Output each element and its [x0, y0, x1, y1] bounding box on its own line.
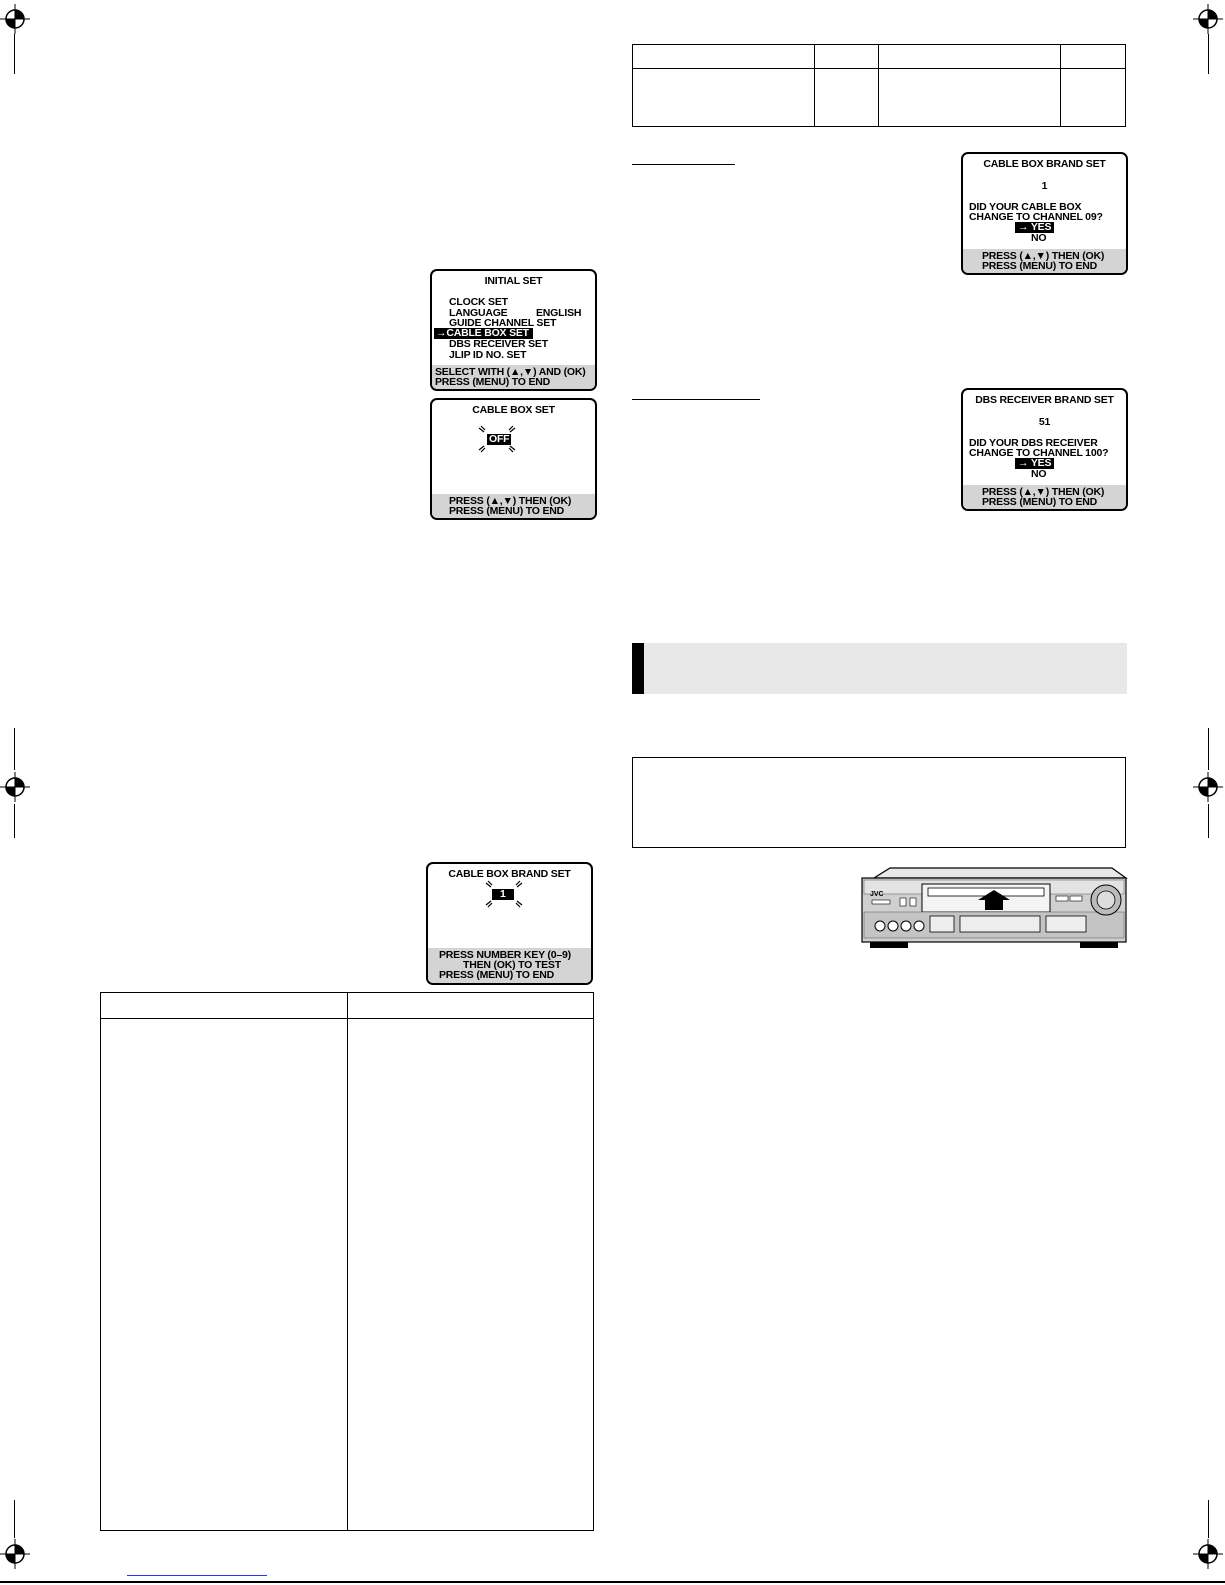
crop-line [1208, 1500, 1209, 1538]
question-line: DID YOUR DBS RECEIVER [969, 437, 1098, 449]
brand-code-value: 1 [1041, 180, 1048, 192]
crop-line [14, 728, 15, 770]
footer-line: PRESS (▲,▼) THEN (OK) [982, 250, 1105, 262]
cable-box-brand-confirm-screen: CABLE BOX BRAND SET 1 DID YOUR CABLE BOX… [961, 152, 1128, 275]
screen-footer: PRESS (▲,▼) THEN (OK) PRESS (MENU) TO EN… [963, 485, 1126, 509]
table-cell [347, 1018, 594, 1531]
table-header-cell [814, 44, 879, 69]
menu-item-clock-set: CLOCK SET [449, 296, 508, 308]
registration-mark-mid-left [0, 772, 30, 802]
cable-box-brand-set-input-screen: CABLE BOX BRAND SET 1 PRESS NUMBER KEY (… [426, 862, 593, 985]
menu-item-dbs-receiver-set: DBS RECEIVER SET [449, 338, 548, 350]
registration-mark-top-left [0, 4, 30, 34]
brand-code-table-right [632, 44, 1126, 127]
crosshair-registration-icon [1193, 4, 1223, 34]
option-yes-selected: → YES [1015, 457, 1055, 469]
registration-mark-top-right [1193, 4, 1223, 34]
crop-line [14, 1500, 15, 1538]
table-cell [814, 68, 879, 127]
subheading-underline [632, 399, 760, 400]
registration-mark-bottom-left [0, 1539, 30, 1569]
crosshair-registration-icon [1193, 1539, 1223, 1569]
screen-footer: SELECT WITH (▲,▼) AND (OK) PRESS (MENU) … [432, 365, 595, 389]
footer-line: PRESS (MENU) TO END [449, 505, 565, 517]
screen-footer: PRESS (▲,▼) THEN (OK) PRESS (MENU) TO EN… [432, 494, 595, 518]
question-line: CHANGE TO CHANNEL 100? [969, 447, 1109, 459]
page-bottom-rule [0, 1581, 1225, 1583]
crop-line [1208, 804, 1209, 838]
option-no: NO [1031, 468, 1047, 480]
option-no: NO [1031, 232, 1047, 244]
screen-footer: PRESS (▲,▼) THEN (OK) PRESS (MENU) TO EN… [963, 249, 1126, 273]
crop-line [1208, 34, 1209, 74]
screen-title: CABLE BOX BRAND SET [983, 158, 1106, 170]
menu-item-guide-channel-set: GUIDE CHANNEL SET [449, 317, 557, 329]
cable-box-value: OFF [487, 433, 512, 445]
blink-indicator-icon [485, 880, 523, 908]
question-line: CHANGE TO CHANNEL 09? [969, 211, 1103, 223]
table-header-cell [347, 992, 594, 1019]
table-cell [1060, 68, 1126, 127]
footer-line: THEN (OK) TO TEST [463, 959, 561, 971]
blink-indicator-icon [478, 425, 516, 453]
crosshair-registration-icon [1193, 772, 1223, 802]
crop-line [1208, 728, 1209, 770]
crosshair-registration-icon [0, 4, 30, 34]
dbs-receiver-brand-confirm-screen: DBS RECEIVER BRAND SET 51 DID YOUR DBS R… [961, 388, 1128, 511]
screen-title: INITIAL SET [484, 275, 543, 287]
screen-title: CABLE BOX BRAND SET [448, 868, 571, 880]
footer-line: SELECT WITH (▲,▼) AND (OK) [435, 366, 586, 378]
crop-line [14, 34, 15, 74]
menu-item-jlip-id-no-set: JLIP ID NO. SET [449, 349, 527, 361]
crosshair-registration-icon [0, 1539, 30, 1569]
section-heading-bar [632, 643, 644, 694]
table-cell [878, 68, 1061, 127]
footer-line: PRESS (MENU) TO END [982, 496, 1098, 508]
footer-line: PRESS NUMBER KEY (0–9) [439, 949, 571, 961]
registration-mark-bottom-right [1193, 1539, 1223, 1569]
vcr-illustration: JVC [861, 867, 1128, 948]
footer-line: PRESS (▲,▼) THEN (OK) [982, 486, 1105, 498]
footer-link-underline [127, 1575, 267, 1576]
vcr-brand-label: JVC [870, 891, 884, 898]
footer-line: PRESS (MENU) TO END [982, 260, 1098, 272]
menu-item-language: LANGUAGE [449, 307, 508, 319]
section-heading-band [632, 643, 1127, 694]
screen-footer: PRESS NUMBER KEY (0–9) THEN (OK) TO TEST… [428, 948, 591, 983]
initial-set-screen: INITIAL SET CLOCK SET LANGUAGE ENGLISH G… [430, 269, 597, 391]
question-line: DID YOUR CABLE BOX [969, 201, 1082, 213]
screen-title: CABLE BOX SET [472, 404, 555, 416]
menu-item-cable-box-set-selected: →CABLE BOX SET [434, 328, 533, 339]
table-cell [100, 1018, 348, 1531]
brand-code-value: 51 [1038, 416, 1051, 428]
crosshair-registration-icon [0, 772, 30, 802]
option-yes-selected: → YES [1015, 221, 1055, 233]
language-value: ENGLISH [536, 307, 582, 319]
table-header-cell [632, 44, 815, 69]
cable-box-set-screen: CABLE BOX SET OFF PRESS (▲,▼) THEN (OK) … [430, 398, 597, 520]
right-arrow-icon: → [1018, 457, 1029, 469]
table-header-cell [1060, 44, 1126, 69]
note-box [632, 757, 1126, 848]
brand-code-value: 1 [492, 889, 514, 900]
registration-mark-mid-right [1193, 772, 1223, 802]
footer-line: PRESS (MENU) TO END [439, 969, 555, 981]
table-cell [632, 68, 815, 127]
right-arrow-icon: → [436, 327, 447, 339]
footer-line: PRESS (▲,▼) THEN (OK) [449, 495, 572, 507]
right-arrow-icon: → [1018, 221, 1029, 233]
crop-line [14, 804, 15, 838]
table-header-cell [878, 44, 1061, 69]
insert-arrow-icon [978, 890, 1010, 910]
footer-line: PRESS (MENU) TO END [435, 376, 551, 388]
subheading-underline [632, 164, 735, 165]
screen-title: DBS RECEIVER BRAND SET [975, 394, 1114, 406]
brand-code-table-left [100, 992, 594, 1531]
table-header-cell [100, 992, 348, 1019]
